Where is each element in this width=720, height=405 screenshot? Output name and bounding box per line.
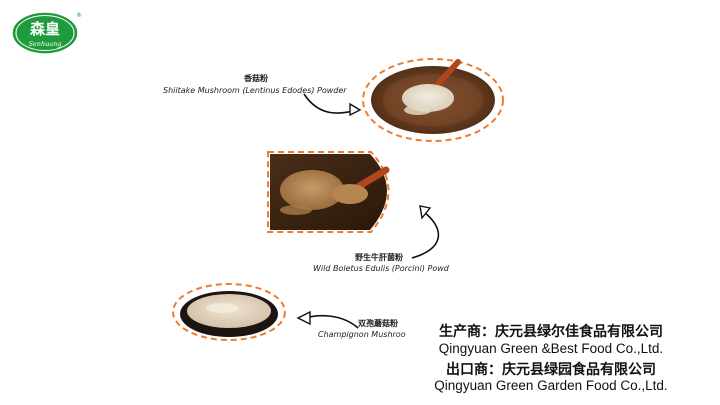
logo-brand-en: Senhuang bbox=[28, 40, 61, 48]
product-label-cn: 香菇粉 bbox=[244, 73, 268, 83]
producer-name-en: Qingyuan Green &Best Food Co.,Ltd. bbox=[438, 341, 664, 356]
exporter-name-cn: 出口商：庆元县绿园食品有限公司 bbox=[446, 361, 656, 377]
shiitake-powder-image bbox=[358, 54, 510, 146]
logo-graphic: 森皇 Senhuang ® bbox=[11, 11, 82, 55]
logo-registered-mark: ® bbox=[76, 12, 82, 19]
exporter-name-en: Qingyuan Green Garden Food Co.,Ltd. bbox=[434, 378, 668, 393]
product-label-en: Shiitake Mushroom (Lentinus Edodes) Powd… bbox=[163, 86, 347, 95]
brand-logo: 森皇 Senhuang ® bbox=[10, 8, 82, 56]
product-label-cn: 双孢蘑菇粉 bbox=[358, 318, 398, 328]
product-label-en: Wild Boletus Edulis (Porcini) Powd bbox=[313, 264, 449, 273]
pointer-arrow bbox=[300, 88, 370, 128]
product-label-en: Champignon Mushroo bbox=[318, 330, 406, 339]
champignon-powder-image bbox=[170, 281, 290, 347]
logo-brand-cn: 森皇 bbox=[30, 20, 60, 38]
pointer-arrow bbox=[292, 304, 362, 338]
pointer-arrow bbox=[406, 198, 452, 262]
porcini-powder-image bbox=[266, 150, 408, 234]
producer-name-cn: 生产商：庆元县绿尔佳食品有限公司 bbox=[439, 323, 663, 339]
product-label-cn: 野生牛肝菌粉 bbox=[355, 252, 403, 262]
